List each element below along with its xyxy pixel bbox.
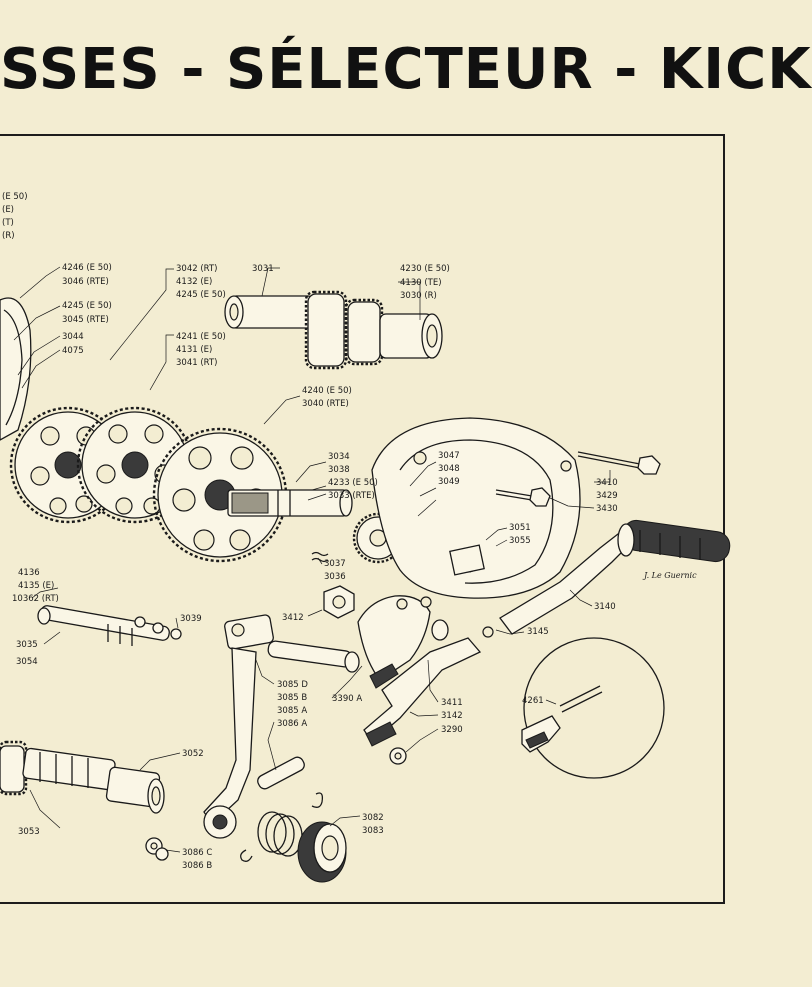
pin-3086a	[257, 756, 305, 790]
label-3045: 3045 (RTE)	[62, 315, 109, 325]
label-3085b: 3085 B	[277, 693, 307, 703]
label-3038: 3038	[328, 465, 350, 475]
label-4230: 4230 (E 50)	[400, 264, 450, 274]
label-3086b: 3086 B	[182, 861, 212, 871]
label-4075: 4075	[62, 346, 84, 356]
label-3047: 3047	[438, 451, 460, 461]
label-3040: 3040 (RTE)	[302, 399, 349, 409]
label-r-top: (R)	[2, 231, 15, 241]
label-4245b: 4245 (E 50)	[176, 290, 226, 300]
label-3390a: 3390 A	[332, 694, 362, 704]
label-3049: 3049	[438, 477, 460, 487]
kick-cover	[371, 417, 581, 599]
label-3042: 3042 (RT)	[176, 264, 217, 274]
nut-3290	[389, 747, 407, 765]
label-3033: 3033 (RTE)	[328, 491, 375, 501]
layshaft-3031	[224, 295, 313, 329]
label-3085a: 3085 A	[277, 706, 307, 716]
label-4241: 4241 (E 50)	[176, 332, 226, 342]
label-3429: 3429	[596, 491, 618, 501]
label-3140: 3140	[594, 602, 616, 612]
label-3055: 3055	[509, 536, 531, 546]
label-3036: 3036	[324, 572, 346, 582]
label-4132: 4132 (E)	[176, 277, 212, 287]
label-3082: 3082	[362, 813, 384, 823]
label-3142: 3142	[441, 711, 463, 721]
label-3030: 3030 (R)	[400, 291, 437, 301]
page-title: SSES - SÉLECTEUR - KICK	[0, 37, 812, 102]
bolt-3410	[577, 451, 661, 475]
label-3145: 3145	[527, 627, 549, 637]
label-3046: 3046 (RTE)	[62, 277, 109, 287]
label-t-top: (T)	[2, 218, 14, 228]
selector-shaft-3035	[37, 605, 170, 646]
diagram-frame	[0, 134, 725, 904]
label-3054: 3054	[16, 657, 38, 667]
label-3290: 3290	[441, 725, 463, 735]
label-4135: 4135 (E)	[18, 581, 54, 591]
label-3035: 3035	[16, 640, 38, 650]
label-3039: 3039	[180, 614, 202, 624]
label-4261: 4261	[522, 696, 544, 706]
label-e50-top: (E 50)	[2, 192, 28, 202]
label-10362: 10362 (RT)	[12, 594, 59, 604]
clutch-housing	[0, 297, 32, 441]
label-3044: 3044	[62, 332, 84, 342]
label-3411: 3411	[441, 698, 463, 708]
label-4240: 4240 (E 50)	[302, 386, 352, 396]
selector-fork-3142	[363, 619, 494, 747]
shaft-3053	[0, 740, 116, 796]
bush-3083	[297, 821, 347, 883]
bush-3052	[105, 766, 165, 814]
label-4246: 4246 (E 50)	[62, 263, 112, 273]
washer-3086c	[145, 837, 169, 861]
label-3083: 3083	[362, 826, 384, 836]
label-4130: 4130 (TE)	[400, 278, 442, 288]
spring-3037	[311, 551, 329, 563]
label-4136: 4136	[18, 568, 40, 578]
label-4233: 4233 (E 50)	[328, 478, 378, 488]
label-4131: 4131 (E)	[176, 345, 212, 355]
label-3034: 3034	[328, 452, 350, 462]
label-3412: 3412	[282, 613, 304, 623]
gear-cluster-3030	[304, 290, 443, 370]
label-3031: 3031	[252, 264, 274, 274]
detail-circle-4261	[521, 637, 665, 779]
label-3053: 3053	[18, 827, 40, 837]
kick-pedal-3140	[499, 519, 731, 635]
artist-signature: J. Le Guernic	[642, 571, 697, 580]
label-3410: 3410	[596, 478, 618, 488]
label-3086c: 3086 C	[182, 848, 212, 858]
bolt-3430	[495, 487, 551, 507]
selector-cam-3390a	[357, 595, 432, 681]
part-labels: (E 50) (E) (T) (R) 4246 (E 50) 3046 (RTE…	[2, 192, 697, 871]
label-3051: 3051	[509, 523, 531, 533]
label-3085d: 3085 D	[277, 680, 308, 690]
label-3052: 3052	[182, 749, 204, 759]
label-4245: 4245 (E 50)	[62, 301, 112, 311]
label-3041: 3041 (RT)	[176, 358, 217, 368]
label-e-top: (E)	[2, 205, 14, 215]
label-3430: 3430	[596, 504, 618, 514]
main-shaft-3033	[227, 489, 353, 517]
label-3037: 3037	[324, 559, 346, 569]
balls-3039	[134, 616, 182, 640]
label-3048: 3048	[438, 464, 460, 474]
label-3086a: 3086 A	[277, 719, 307, 729]
nut-3412	[323, 585, 355, 619]
kick-crank-3085	[203, 614, 360, 839]
leader-lines	[13, 266, 611, 853]
